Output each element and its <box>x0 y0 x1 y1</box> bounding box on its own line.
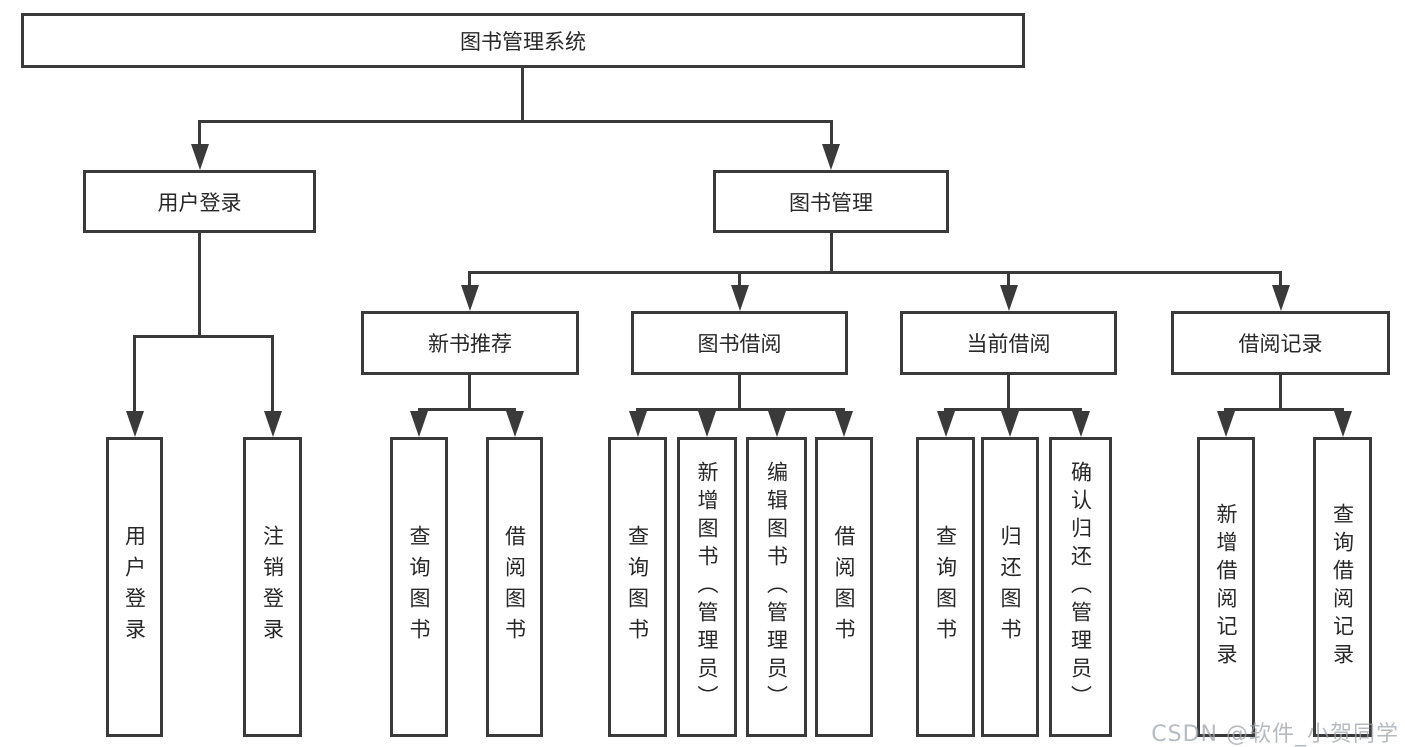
arrowhead-down <box>822 144 840 170</box>
connector-user-login-stub <box>198 233 201 337</box>
arrowhead-down <box>1272 285 1290 311</box>
arrowhead-down <box>731 285 749 311</box>
leaf-borrow-books-recommend: 借阅图书 <box>486 437 543 737</box>
connector-shaft <box>738 271 741 287</box>
node-label: 借阅图书 <box>502 525 527 649</box>
connector-level1-rail <box>198 120 833 123</box>
arrowhead-down <box>126 411 144 437</box>
connector-root-stub <box>521 68 524 122</box>
connector-shaft <box>1007 271 1010 287</box>
node-borrowing-records: 借阅记录 <box>1171 311 1390 375</box>
arrowhead-down <box>506 411 524 437</box>
connector-rail <box>636 408 845 411</box>
connector-shaft <box>468 271 471 287</box>
arrowhead-down <box>191 144 209 170</box>
leaf-edit-books-admin: 编辑图书（管理员） <box>746 437 807 737</box>
connector-stub <box>468 375 471 410</box>
arrowhead-down <box>1217 411 1235 437</box>
node-label: 查询图书 <box>933 525 958 649</box>
node-label: 查询借阅记录 <box>1330 503 1355 671</box>
node-label: 借阅记录 <box>1238 332 1323 356</box>
leaf-add-borrow-record: 新增借阅记录 <box>1197 437 1255 737</box>
connector-stub <box>1007 375 1010 410</box>
connector-shaft <box>198 120 201 148</box>
node-label: 归还图书 <box>998 525 1023 649</box>
connector-shaft <box>830 120 833 148</box>
arrowhead-down <box>1072 411 1090 437</box>
arrowhead-down <box>264 411 282 437</box>
node-user-login: 用户登录 <box>83 170 316 233</box>
arrowhead-down <box>835 411 853 437</box>
connector-shaft <box>1279 271 1282 287</box>
connector-rail <box>944 408 1082 411</box>
connector-shaft <box>271 335 274 413</box>
connector-book-mgmt-stub <box>830 233 833 273</box>
node-label: 查询图书 <box>625 525 650 649</box>
arrowhead-down <box>410 411 428 437</box>
leaf-return-books: 归还图书 <box>981 437 1039 737</box>
node-label: 图书借阅 <box>697 332 782 356</box>
node-label: 查询图书 <box>407 525 432 649</box>
arrowhead-down <box>768 411 786 437</box>
connector-level2-rail <box>468 271 1282 274</box>
node-label: 图书管理 <box>789 190 873 215</box>
node-label: 当前借阅 <box>966 332 1051 356</box>
leaf-user-login: 用户登录 <box>106 437 163 737</box>
node-new-book-recommendation: 新书推荐 <box>361 311 579 375</box>
connector-shaft <box>133 335 136 413</box>
connector-rail <box>418 408 516 411</box>
node-label: 借阅图书 <box>832 525 857 649</box>
leaf-query-books-borrowing: 查询图书 <box>608 437 667 737</box>
node-label: 编辑图书（管理员） <box>764 461 789 713</box>
arrowhead-down <box>461 285 479 311</box>
node-label: 新增图书（管理员） <box>695 461 720 713</box>
leaf-query-books-current: 查询图书 <box>916 437 975 737</box>
leaf-query-books-recommend: 查询图书 <box>390 437 448 737</box>
node-current-borrowing: 当前借阅 <box>900 311 1117 375</box>
node-label: 用户登录 <box>122 525 147 649</box>
leaf-query-borrow-record: 查询借阅记录 <box>1313 437 1372 737</box>
node-label: 新增借阅记录 <box>1214 503 1239 671</box>
node-book-borrowing: 图书借阅 <box>631 311 848 375</box>
arrowhead-down <box>698 411 716 437</box>
connector-rail <box>1224 408 1344 411</box>
node-label: 图书管理系统 <box>460 29 586 54</box>
node-library-management-system: 图书管理系统 <box>21 13 1025 68</box>
node-label: 确认归还（管理员） <box>1068 461 1093 713</box>
csdn-watermark: CSDN @软件_小贺同学 <box>1151 722 1399 747</box>
node-label: 注销登录 <box>260 525 285 649</box>
leaf-confirm-return-admin: 确认归还（管理员） <box>1049 437 1112 737</box>
arrowhead-down <box>937 411 955 437</box>
arrowhead-down <box>1334 411 1352 437</box>
connector-stub <box>738 375 741 410</box>
node-book-management: 图书管理 <box>713 170 949 233</box>
leaf-add-books-admin: 新增图书（管理员） <box>677 437 737 737</box>
connector-user-login-rail <box>133 335 274 338</box>
arrowhead-down <box>629 411 647 437</box>
leaf-logout: 注销登录 <box>243 437 302 737</box>
connector-stub <box>1279 375 1282 410</box>
arrowhead-down <box>1000 285 1018 311</box>
leaf-borrow-books-borrowing: 借阅图书 <box>815 437 873 737</box>
node-label: 用户登录 <box>157 190 242 215</box>
arrowhead-down <box>1001 411 1019 437</box>
node-label: 新书推荐 <box>428 332 512 356</box>
